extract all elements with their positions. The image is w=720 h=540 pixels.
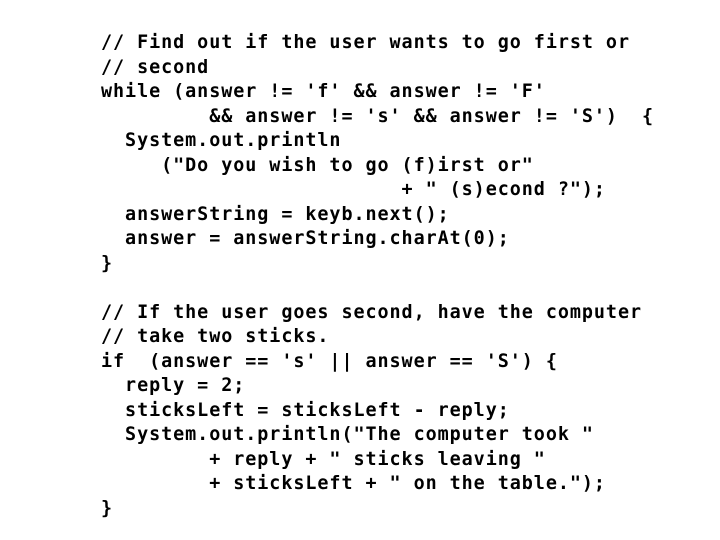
code-line: // If the user goes second, have the com… [101, 301, 642, 323]
code-line: answer = answerString.charAt(0); [101, 228, 510, 249]
code-line: reply = 2; [101, 375, 246, 396]
code-line: System.out.println("The computer took " [101, 424, 594, 445]
code-line: System.out.println [101, 130, 342, 151]
code-line: if (answer == 's' || answer == 'S') { [101, 350, 558, 372]
code-line: } [101, 497, 114, 519]
code-line: + sticksLeft + " on the table."); [101, 473, 606, 494]
code-line: && answer != 's' && answer != 'S') { [101, 105, 655, 127]
code-line: // take two sticks. [101, 326, 330, 347]
code-line: // second [101, 56, 210, 78]
code-line: ("Do you wish to go (f)irst or" [101, 154, 534, 176]
code-line-blank [101, 276, 701, 301]
code-line: + " (s)econd ?"); [101, 179, 606, 200]
code-line: // Find out if the user wants to go firs… [101, 32, 630, 53]
code-line: while (answer != 'f' && answer != 'F' [101, 81, 546, 102]
code-block: // Find out if the user wants to go firs… [101, 31, 701, 521]
code-line: answerString = keyb.next(); [101, 203, 450, 225]
code-line: + reply + " sticks leaving " [101, 448, 546, 470]
code-line: } [101, 252, 114, 274]
code-line: sticksLeft = sticksLeft - reply; [101, 399, 510, 421]
